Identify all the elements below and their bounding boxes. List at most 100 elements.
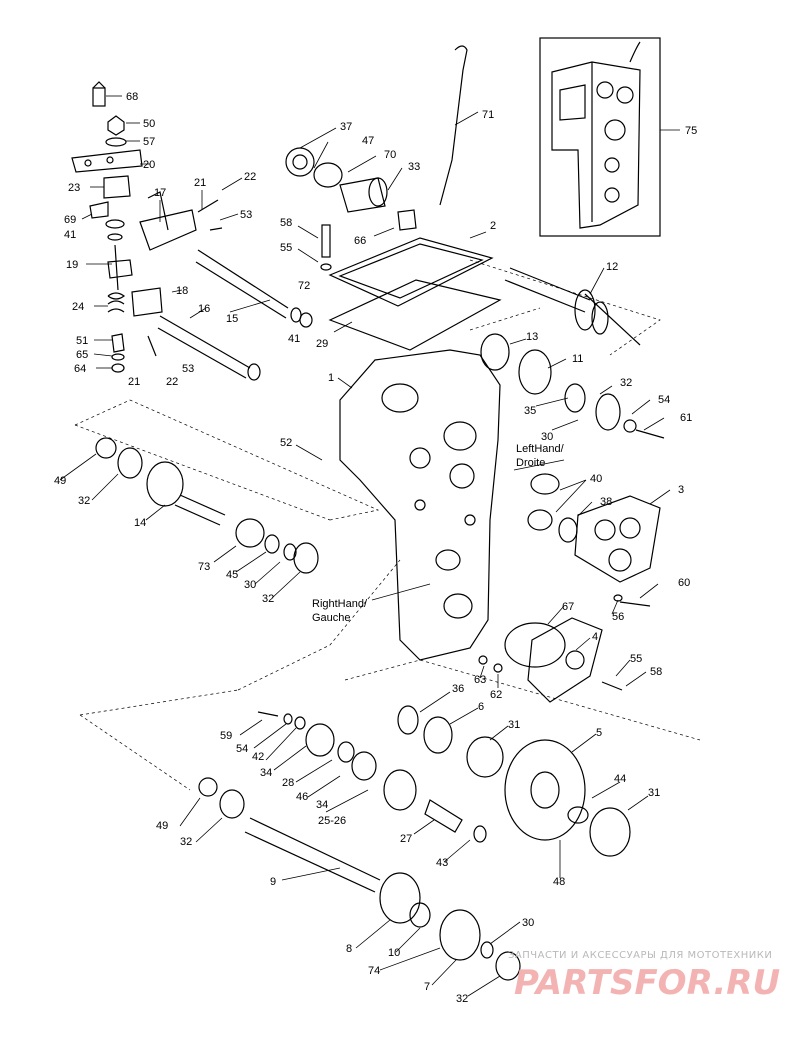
callout-59: 59 bbox=[220, 730, 232, 742]
callout-labels: 68 50 57 20 23 17 21 22 69 41 53 19 24 1… bbox=[54, 91, 697, 1005]
shift-linkage bbox=[71, 81, 313, 381]
callout-40: 40 bbox=[590, 473, 602, 485]
callout-30a: 30 bbox=[541, 431, 553, 443]
callout-67: 67 bbox=[562, 601, 574, 613]
callout-9: 9 bbox=[270, 876, 276, 888]
callout-53: 53 bbox=[240, 209, 252, 221]
callout-18: 18 bbox=[176, 285, 188, 297]
callout-16: 16 bbox=[198, 303, 210, 315]
callout-44: 44 bbox=[614, 773, 626, 785]
callout-30b: 30 bbox=[244, 579, 256, 591]
callout-45: 45 bbox=[226, 569, 238, 581]
callout-49b: 49 bbox=[156, 820, 168, 832]
callout-20: 20 bbox=[143, 159, 155, 171]
callout-19: 19 bbox=[66, 259, 78, 271]
callout-41: 41 bbox=[64, 229, 76, 241]
callout-54b: 54 bbox=[236, 743, 248, 755]
callout-48: 48 bbox=[553, 876, 565, 888]
callout-56: 56 bbox=[612, 611, 624, 623]
callout-17: 17 bbox=[154, 187, 166, 199]
callout-25-26: 25-26 bbox=[318, 815, 346, 827]
callout-74: 74 bbox=[368, 965, 380, 977]
callout-49a: 49 bbox=[54, 475, 66, 487]
callout-34a: 34 bbox=[260, 767, 272, 779]
callout-31b: 31 bbox=[648, 787, 660, 799]
callout-64: 64 bbox=[74, 363, 86, 375]
callout-32c: 32 bbox=[262, 593, 274, 605]
callout-11: 11 bbox=[572, 353, 583, 365]
inset-gearbox-drawing bbox=[551, 41, 641, 229]
callout-34b: 34 bbox=[316, 799, 328, 811]
inset-frame bbox=[539, 37, 661, 237]
callout-46: 46 bbox=[296, 791, 308, 803]
watermark-tagline: ЗАПЧАСТИ И АКСЕССУАРЫ ДЛЯ МОТОТЕХНИКИ bbox=[508, 950, 772, 961]
callout-51: 51 bbox=[76, 335, 88, 347]
callout-8: 8 bbox=[346, 943, 352, 955]
right-hand-label-fr: Gauche bbox=[312, 612, 351, 624]
dashed-group-outlines bbox=[74, 259, 701, 791]
lower-shaft-assembly bbox=[198, 705, 631, 981]
callout-58: 58 bbox=[280, 217, 292, 229]
callout-27: 27 bbox=[400, 833, 412, 845]
top-center-parts bbox=[285, 147, 641, 351]
callout-12: 12 bbox=[606, 261, 618, 273]
callout-2: 2 bbox=[490, 220, 496, 232]
callout-38: 38 bbox=[600, 496, 612, 508]
callout-32a: 32 bbox=[620, 377, 632, 389]
callout-28: 28 bbox=[282, 777, 294, 789]
callout-42: 42 bbox=[252, 751, 264, 763]
callout-5: 5 bbox=[596, 727, 602, 739]
callout-66: 66 bbox=[354, 235, 366, 247]
callout-50: 50 bbox=[143, 118, 155, 130]
callout-32b: 32 bbox=[78, 495, 90, 507]
callout-32d: 32 bbox=[180, 836, 192, 848]
callout-65: 65 bbox=[76, 349, 88, 361]
watermark-brand: PARTSFOR.RU bbox=[514, 963, 780, 1003]
leader-lines bbox=[59, 95, 671, 997]
callout-58b: 58 bbox=[650, 666, 662, 678]
callout-37: 37 bbox=[340, 121, 352, 133]
callout-75: 75 bbox=[685, 125, 697, 137]
callout-55b: 55 bbox=[630, 653, 642, 665]
callout-35: 35 bbox=[524, 405, 536, 417]
callout-32e: 32 bbox=[456, 993, 468, 1005]
callout-31a: 31 bbox=[508, 719, 520, 731]
side-annotations: LeftHand/ Droite RightHand/ Gauche bbox=[312, 443, 565, 624]
callout-1: 1 bbox=[328, 372, 334, 384]
left-gear-cluster bbox=[95, 437, 319, 574]
callout-52: 52 bbox=[280, 437, 292, 449]
callout-7: 7 bbox=[424, 981, 430, 993]
dipstick bbox=[439, 45, 468, 206]
callout-41b: 41 bbox=[288, 333, 300, 345]
callout-33: 33 bbox=[408, 161, 420, 173]
main-housing bbox=[339, 349, 501, 661]
callout-6: 6 bbox=[478, 701, 484, 713]
left-hand-label-fr: Droite bbox=[516, 457, 545, 469]
left-hand-label: LeftHand/ bbox=[516, 443, 565, 455]
callout-72: 72 bbox=[298, 280, 310, 292]
callout-54a: 54 bbox=[658, 394, 670, 406]
watermark: ЗАПЧАСТИ И АКСЕССУАРЫ ДЛЯ МОТОТЕХНИКИ PA… bbox=[508, 950, 780, 1003]
callout-55: 55 bbox=[280, 242, 292, 254]
callout-73: 73 bbox=[198, 561, 210, 573]
callout-43: 43 bbox=[436, 857, 448, 869]
callout-60: 60 bbox=[678, 577, 690, 589]
callout-29: 29 bbox=[316, 338, 328, 350]
callout-21b: 21 bbox=[128, 376, 140, 388]
lower-cover bbox=[478, 617, 623, 703]
callout-23: 23 bbox=[68, 182, 80, 194]
callout-21: 21 bbox=[194, 177, 206, 189]
callout-3: 3 bbox=[678, 484, 684, 496]
right-gear-cluster bbox=[480, 333, 665, 607]
callout-15: 15 bbox=[226, 313, 238, 325]
callout-36: 36 bbox=[452, 683, 464, 695]
callout-22: 22 bbox=[244, 171, 256, 183]
callout-57: 57 bbox=[143, 136, 155, 148]
callout-24: 24 bbox=[72, 301, 84, 313]
callout-70: 70 bbox=[384, 149, 396, 161]
callout-61: 61 bbox=[680, 412, 692, 424]
callout-14: 14 bbox=[134, 517, 146, 529]
callout-69: 69 bbox=[64, 214, 76, 226]
